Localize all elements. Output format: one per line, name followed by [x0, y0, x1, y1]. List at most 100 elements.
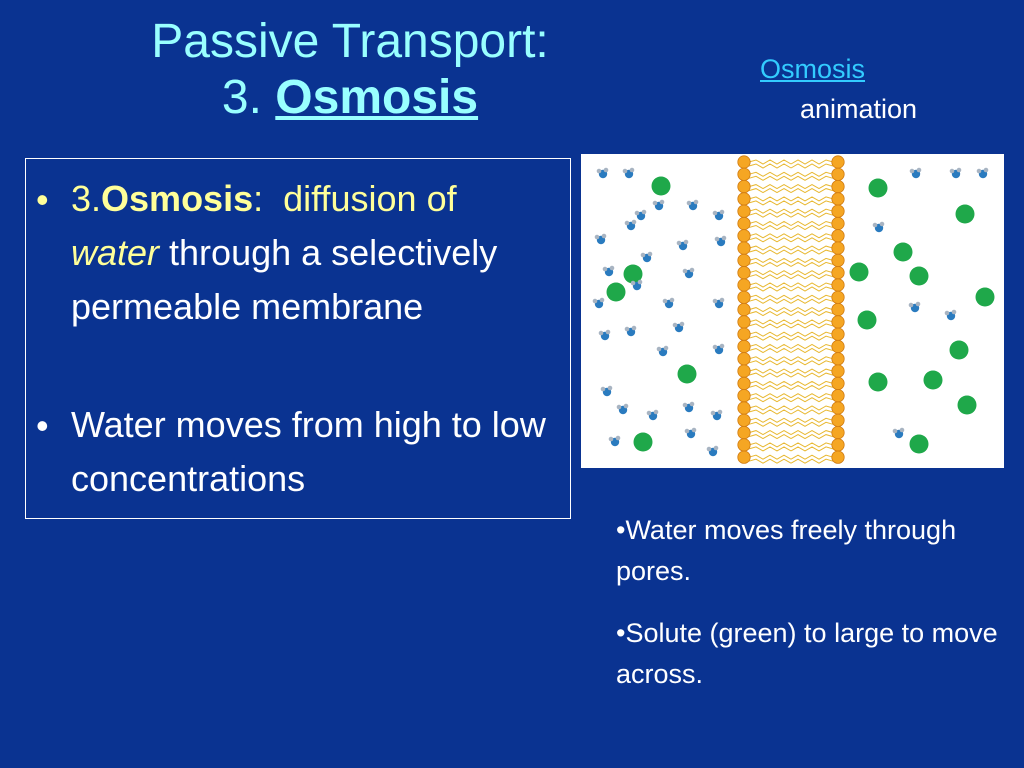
water-hydrogen [710, 410, 716, 416]
lipid-tail [748, 331, 792, 337]
water-hydrogen [669, 297, 675, 303]
lipid-tail [790, 294, 834, 300]
lipid-tail [748, 294, 792, 300]
phospholipid-head [737, 376, 751, 390]
solute-particle [909, 434, 929, 454]
lipid-tail [790, 245, 834, 251]
water-hydrogen [603, 167, 609, 173]
lipid-tail [748, 397, 792, 403]
water-hydrogen [686, 200, 692, 206]
definition-number: 3. [71, 178, 102, 219]
phospholipid-head [831, 413, 845, 427]
phospholipid-head [831, 155, 845, 169]
water-hydrogen [956, 167, 962, 173]
lipid-tail [790, 458, 834, 464]
osmosis-animation-link[interactable]: Osmosis [760, 54, 866, 84]
phospholipid-head [831, 352, 845, 366]
lipid-tail [790, 270, 834, 276]
lipid-tail [790, 208, 834, 214]
lipid-tail [790, 212, 834, 218]
lipid-tail [790, 393, 834, 399]
phospholipid-head [831, 327, 845, 341]
lipid-tail [790, 446, 834, 452]
water-hydrogen [652, 200, 658, 206]
lipid-tail [748, 233, 792, 239]
water-hydrogen [879, 221, 885, 227]
water-hydrogen [646, 410, 652, 416]
phospholipid-head [831, 179, 845, 194]
water-hydrogen [601, 233, 607, 239]
solute-particle [849, 262, 869, 282]
lipid-tail [748, 274, 792, 280]
lipid-tail [790, 274, 834, 280]
title-line-1: Passive Transport: [151, 15, 549, 68]
water-hydrogen [641, 209, 647, 215]
water-hydrogen [915, 301, 921, 307]
lipid-tail [790, 175, 834, 181]
definition-term: Osmosis [101, 178, 254, 219]
lipid-tail [790, 282, 834, 288]
lipid-tail [748, 212, 792, 218]
lipid-tail [748, 159, 792, 165]
title-line-2: 3. Osmosis [60, 70, 640, 126]
phospholipid-head [737, 241, 751, 255]
water-hydrogen [689, 267, 695, 273]
lipid-tail [790, 319, 834, 325]
lipid-tail [748, 421, 792, 427]
lipid-tail [790, 417, 834, 423]
phospholipid-head [737, 438, 751, 452]
phospholipid-head [831, 216, 845, 231]
water-hydrogen [598, 330, 604, 336]
lipid-tail [748, 311, 792, 317]
phospholipid-head [831, 364, 845, 378]
lipid-tail [748, 335, 792, 341]
lipid-tail [748, 368, 792, 374]
phospholipid-head [737, 339, 751, 354]
solute-particle [651, 176, 671, 196]
water-hydrogen [622, 168, 628, 174]
water-hydrogen [599, 297, 605, 303]
water-hydrogen [594, 234, 600, 240]
lipid-tail [748, 163, 792, 169]
phospholipid-head [737, 303, 751, 317]
solute-particle [606, 282, 626, 302]
lipid-tail [748, 343, 792, 350]
lipid-tail [790, 380, 834, 386]
water-hydrogen [682, 402, 688, 408]
lipid-tail [790, 454, 834, 460]
lipid-tail [790, 184, 834, 190]
osmosis-diagram-svg [592, 155, 995, 464]
water-hydrogen [909, 168, 915, 174]
water-hydrogen [637, 279, 643, 285]
water-hydrogen [615, 435, 621, 441]
lipid-tail [790, 421, 834, 427]
lipid-tail [748, 257, 792, 263]
phospholipid-head [737, 327, 751, 341]
lipid-tail [748, 220, 792, 227]
phospholipid-head [831, 389, 845, 403]
phospholipid-head [737, 278, 751, 292]
lipid-tail [748, 282, 792, 288]
water-hydrogen [600, 386, 606, 392]
water-hydrogen [892, 428, 898, 434]
water-hydrogen [944, 310, 950, 316]
lipid-tail [790, 409, 834, 415]
water-hydrogen [608, 436, 614, 442]
lipid-tail [790, 335, 834, 341]
solute-particle [975, 287, 995, 307]
lipid-tail [748, 454, 792, 460]
animation-label: animation [800, 94, 918, 124]
lipid-tail [790, 200, 834, 206]
phospholipid-head [737, 179, 751, 194]
solute-particle [868, 178, 888, 198]
phospholipid-head [737, 352, 751, 366]
water-hydrogen [676, 240, 682, 246]
phospholipid-head [737, 216, 751, 231]
lipid-tail [790, 261, 834, 267]
lipid-tail [748, 249, 792, 255]
water-hydrogen [605, 329, 611, 335]
phospholipid-head [737, 315, 751, 329]
water-hydrogen [647, 251, 653, 257]
water-hydrogen [721, 235, 727, 241]
lipid-tail [748, 261, 792, 267]
